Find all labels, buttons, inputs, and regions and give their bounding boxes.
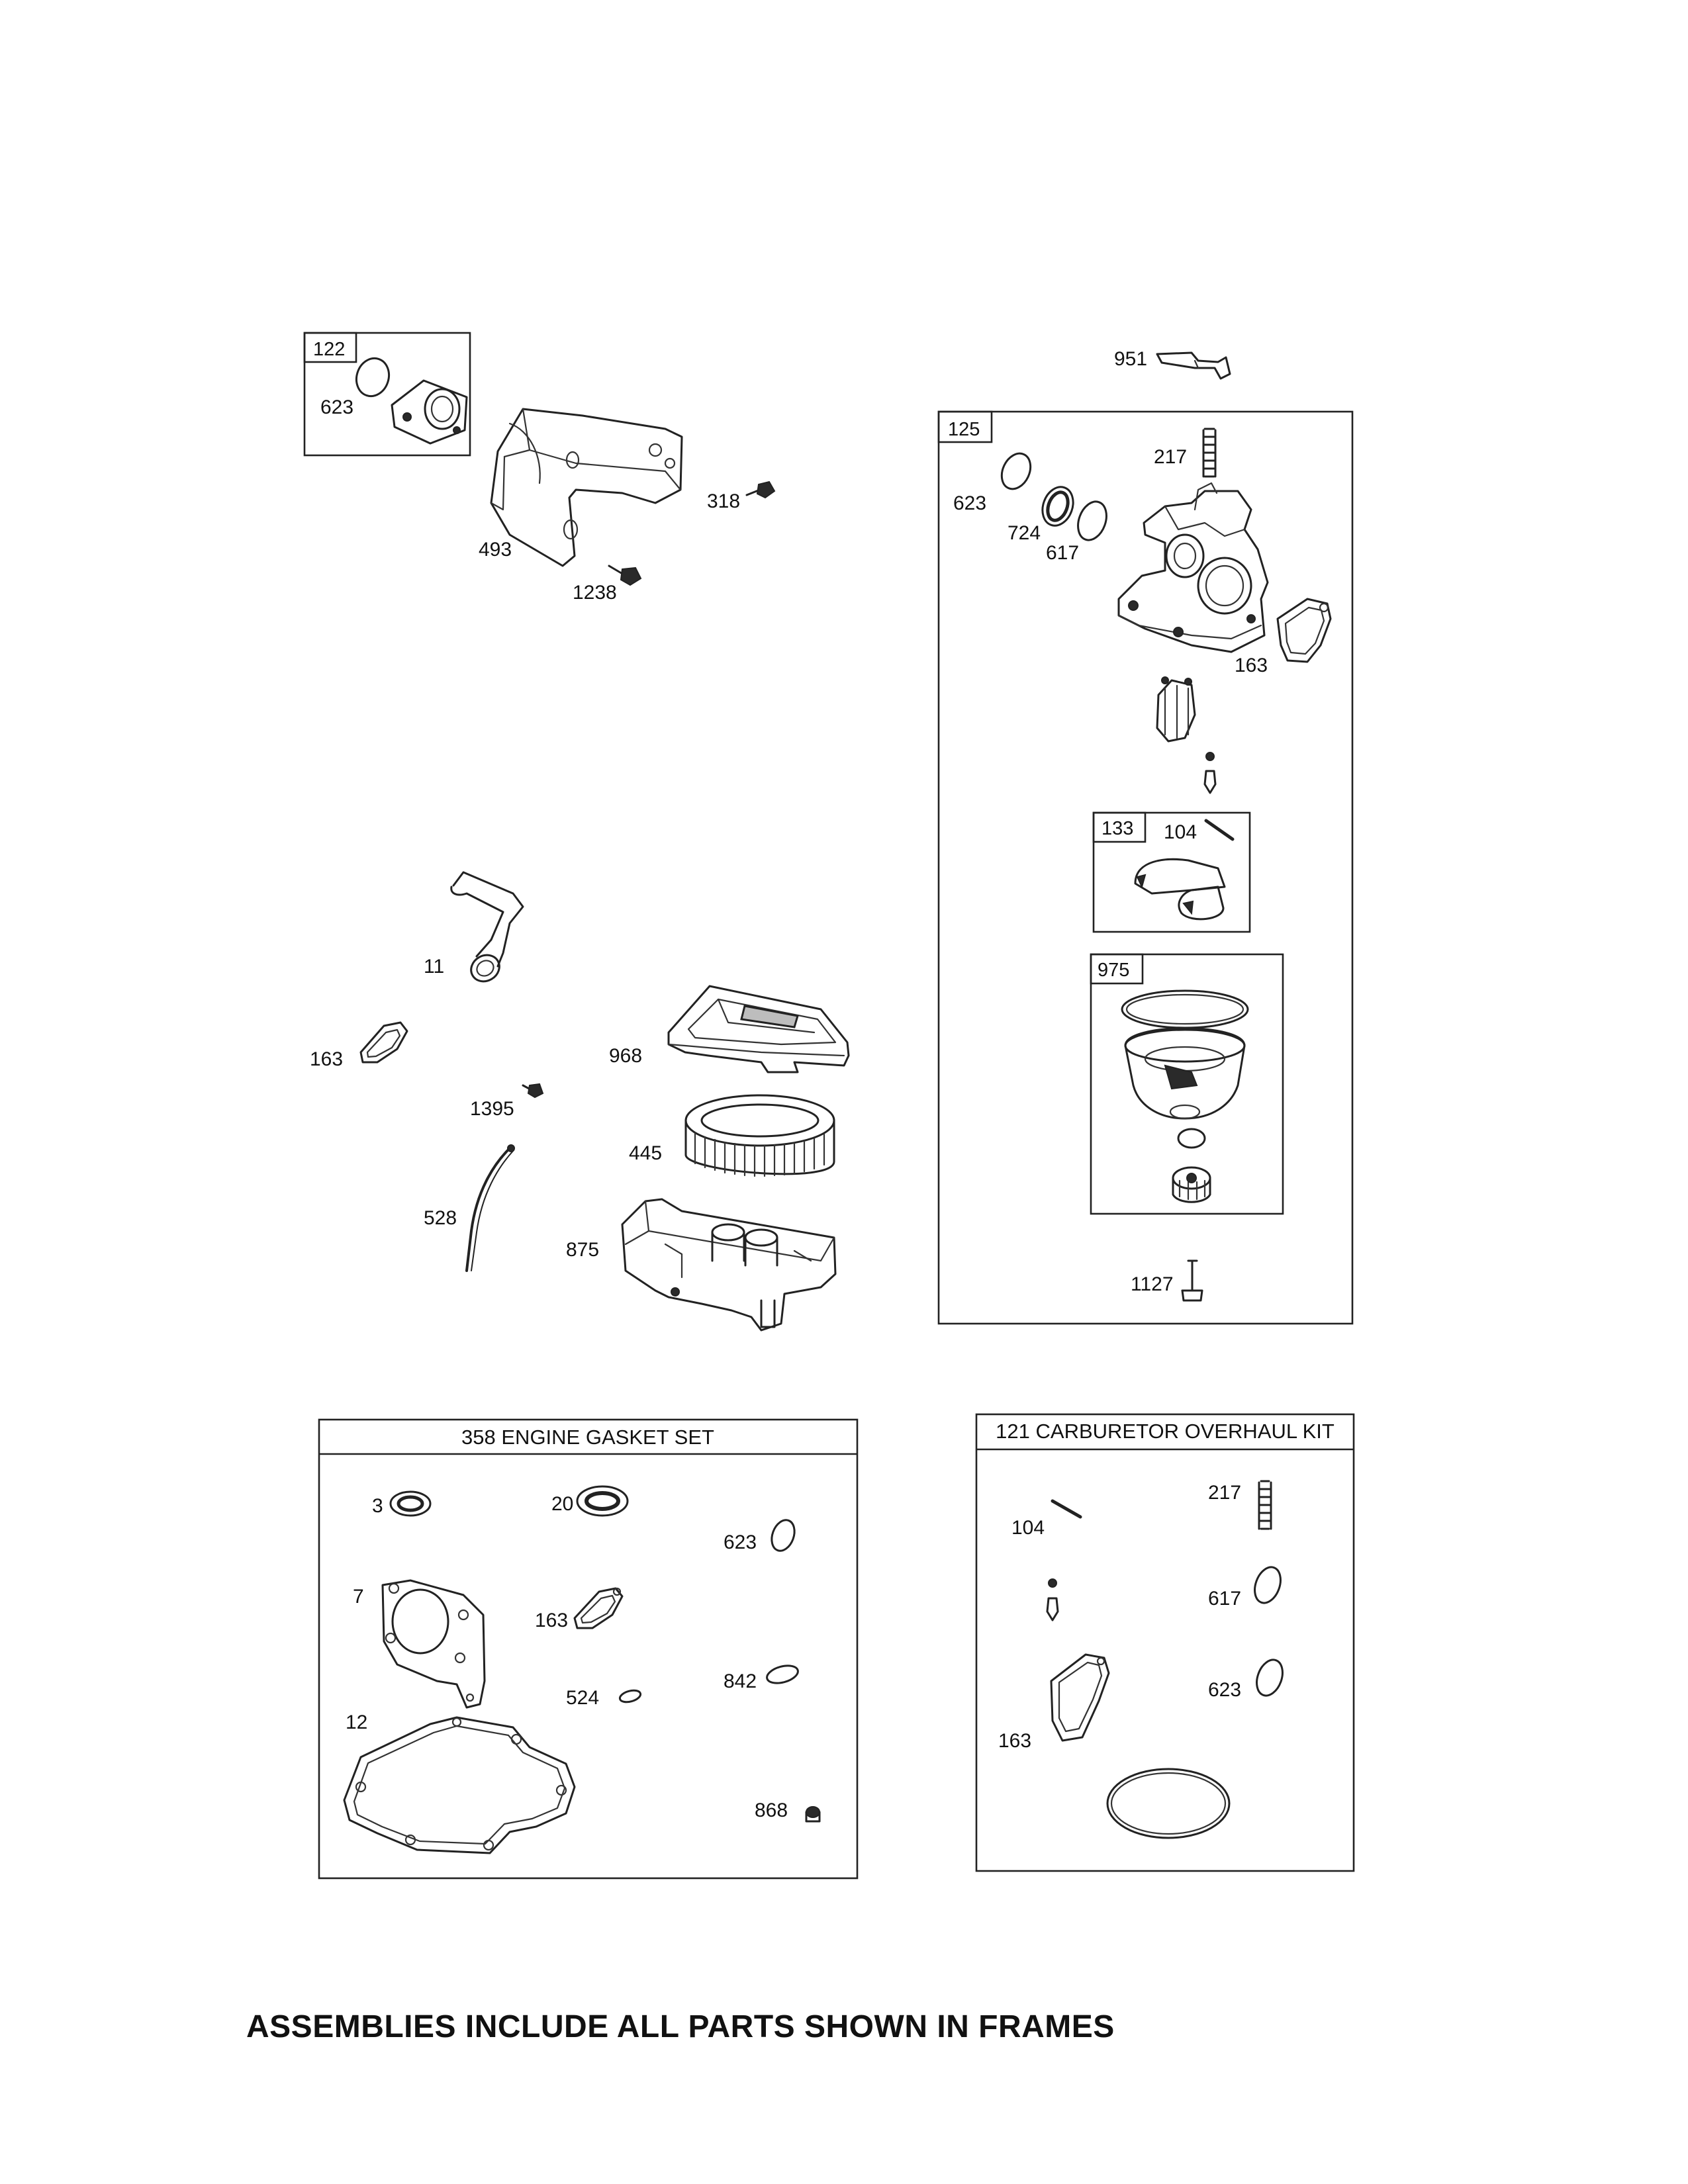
part-label-528: 528 <box>424 1207 457 1229</box>
frame-133: 133 104 <box>1092 811 1251 933</box>
part-label-163: 163 <box>998 1730 1031 1752</box>
part-label-623: 623 <box>320 396 353 418</box>
gasket-163-part <box>1276 598 1332 663</box>
o-ring-623-part <box>355 357 391 398</box>
o-ring-617-part <box>1077 500 1107 541</box>
frame-125: 125 217 623 724 617 <box>937 410 1354 1325</box>
breather-tube-11-part <box>450 871 524 983</box>
part-label-318: 318 <box>707 490 740 512</box>
seal-3-part <box>389 1490 432 1517</box>
head-gasket-7-part <box>381 1579 486 1709</box>
crankcase-gasket-12-part <box>343 1716 576 1854</box>
part-label-104: 104 <box>1011 1517 1045 1539</box>
needle-valve-part <box>1203 752 1217 794</box>
part-label-623: 623 <box>1208 1679 1241 1701</box>
gasket-163-part <box>1050 1653 1110 1742</box>
air-cleaner-cover-968-part <box>667 985 850 1073</box>
screw-1238-part <box>608 565 642 586</box>
carburetor-overhaul-kit-frame: 121 CARBURETOR OVERHAUL KIT 217 104 617 … <box>975 1413 1355 1872</box>
part-label-868: 868 <box>755 1799 788 1821</box>
o-ring-623-part <box>1256 1659 1284 1697</box>
screw-1395-part <box>522 1083 544 1099</box>
part-label-163: 163 <box>1235 655 1268 676</box>
part-label-617: 617 <box>1046 542 1079 564</box>
engine-gasket-set-title: 358 ENGINE GASKET SET <box>461 1426 714 1449</box>
o-ring-842-part <box>766 1664 799 1684</box>
frame-975-tag: 975 <box>1098 960 1129 981</box>
part-label-1395: 1395 <box>470 1098 514 1120</box>
part-label-3: 3 <box>372 1495 383 1517</box>
engine-gasket-set-frame: 358 ENGINE GASKET SET 3 20 623 7 <box>318 1418 859 1880</box>
spring-217-part <box>1202 428 1217 478</box>
part-label-7: 7 <box>353 1586 364 1608</box>
carburetor-body-part <box>1117 482 1269 653</box>
float-bowl-part <box>1121 989 1249 1120</box>
screw-318-part <box>745 480 776 499</box>
frame-122: 122 623 <box>303 332 471 457</box>
needle-valve-part <box>1046 1578 1059 1621</box>
frame-122-tag: 122 <box>313 339 345 360</box>
carburetor-overhaul-kit-title: 121 CARBURETOR OVERHAUL KIT <box>996 1420 1335 1443</box>
plug-868-part <box>805 1806 821 1823</box>
o-ring-623-part <box>1000 452 1032 490</box>
part-label-20: 20 <box>551 1493 573 1515</box>
part-label-445: 445 <box>629 1142 662 1164</box>
frame-133-tag: 133 <box>1102 818 1133 839</box>
frame-975: 975 <box>1090 953 1284 1215</box>
part-label-104: 104 <box>1164 821 1197 843</box>
choke-lever-951-part <box>1156 351 1231 380</box>
float-part <box>1134 858 1226 921</box>
part-label-623: 623 <box>724 1531 757 1553</box>
gasket-163-part <box>573 1587 624 1629</box>
air-filter-445-part <box>684 1094 835 1177</box>
o-ring-623-part <box>771 1519 796 1552</box>
part-label-842: 842 <box>724 1670 757 1692</box>
elbow-adapter-part <box>391 379 468 445</box>
o-ring-617-part <box>1254 1566 1282 1604</box>
part-label-617: 617 <box>1208 1588 1241 1610</box>
bowl-gasket-part <box>1177 1128 1206 1149</box>
part-label-1238: 1238 <box>573 582 617 604</box>
bowl-nut-part <box>1172 1166 1211 1203</box>
part-label-524: 524 <box>566 1687 599 1709</box>
vent-tube-528-part <box>465 1144 515 1272</box>
part-label-493: 493 <box>479 539 512 561</box>
fuel-inlet-part <box>1156 676 1196 743</box>
part-label-11: 11 <box>424 956 444 978</box>
spring-217-part <box>1258 1480 1272 1530</box>
part-label-163: 163 <box>310 1048 343 1070</box>
seal-724-part <box>1041 486 1074 527</box>
air-cleaner-base-875-part <box>621 1198 837 1332</box>
part-label-724: 724 <box>1008 522 1041 544</box>
footer-note: ASSEMBLIES INCLUDE ALL PARTS SHOWN IN FR… <box>246 2009 1115 2044</box>
part-label-951: 951 <box>1114 348 1147 370</box>
gasket-163-part <box>359 1021 408 1064</box>
part-label-875: 875 <box>566 1239 599 1261</box>
part-label-1127: 1127 <box>1131 1273 1174 1295</box>
seal-20-part <box>576 1485 629 1517</box>
pin-104-part <box>1204 819 1235 841</box>
frame-125-tag: 125 <box>948 419 980 440</box>
pin-104-part <box>1051 1499 1082 1519</box>
part-label-623: 623 <box>953 492 986 514</box>
bowl-screw-1127-part <box>1181 1259 1203 1302</box>
part-label-12: 12 <box>346 1711 367 1733</box>
part-label-163: 163 <box>535 1610 568 1631</box>
governor-bracket-493-part <box>490 408 683 567</box>
o-ring-524-part <box>618 1689 642 1704</box>
bowl-gasket-ring-part <box>1106 1768 1231 1839</box>
part-label-968: 968 <box>609 1045 642 1067</box>
part-label-217: 217 <box>1208 1482 1241 1504</box>
part-label-217: 217 <box>1154 446 1187 468</box>
